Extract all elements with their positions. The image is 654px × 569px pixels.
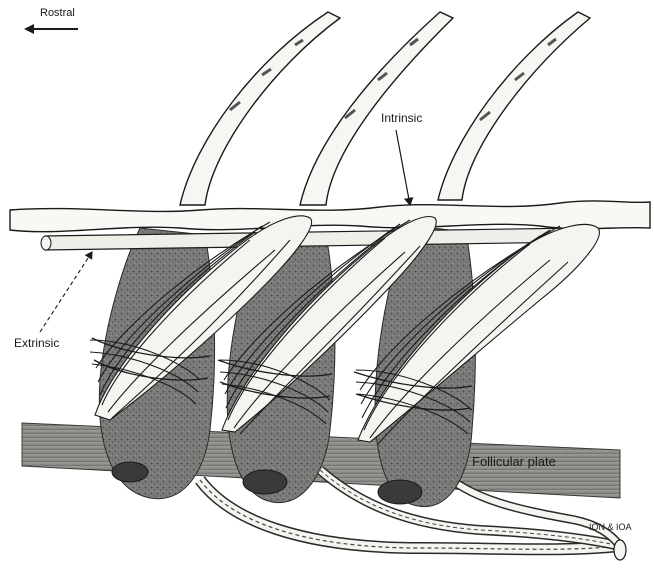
intrinsic-label: Intrinsic <box>381 111 422 125</box>
whisker-shaft-3 <box>438 12 590 200</box>
follicular-plate-label: Follicular plate <box>472 454 556 469</box>
intrinsic-leader-line <box>396 130 410 205</box>
whisker-shaft-2 <box>300 12 453 205</box>
rostral-label: Rostral <box>40 7 75 19</box>
rostral-arrow <box>24 24 78 34</box>
extrinsic-leader-line <box>40 252 92 332</box>
skin-layer <box>10 201 650 232</box>
extrinsic-label: Extrinsic <box>14 336 59 350</box>
ion-ioa-label: ION & IOA <box>589 522 632 532</box>
